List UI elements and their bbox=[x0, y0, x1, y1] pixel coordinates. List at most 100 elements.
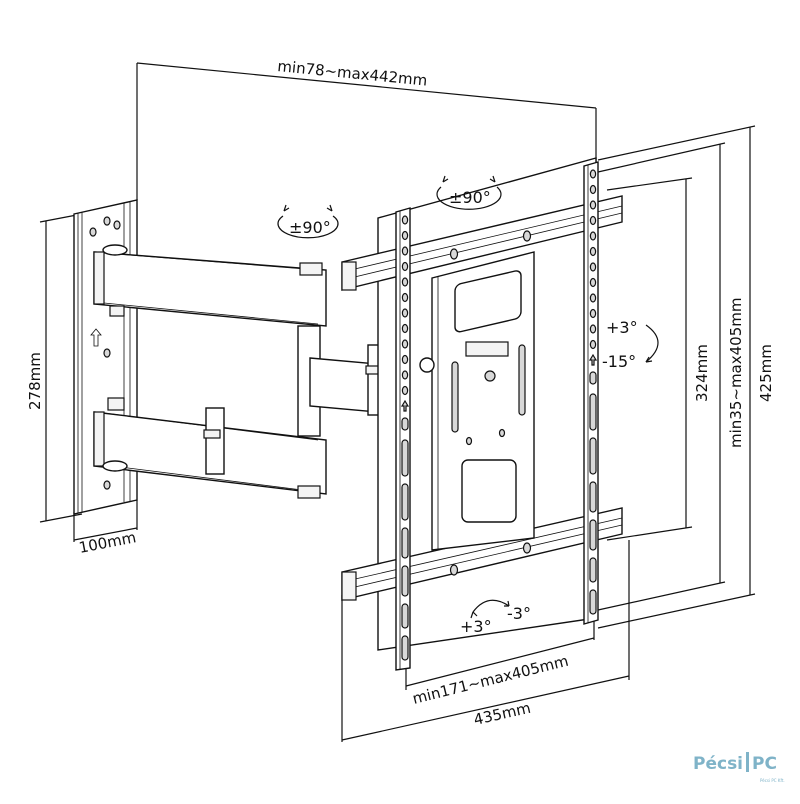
tilt-arrow-icon bbox=[645, 324, 659, 363]
strap-hole bbox=[401, 292, 409, 303]
up-arrow-icon bbox=[90, 328, 102, 347]
strap-hole bbox=[589, 339, 597, 350]
cable-clip bbox=[205, 407, 225, 475]
strap-slot bbox=[401, 483, 409, 521]
plate-slot bbox=[518, 344, 526, 416]
dimension-lines bbox=[39, 62, 756, 742]
rotation-indicators: ±90° ±90° +3° -15° +3° -3° bbox=[277, 175, 659, 636]
ext-425-bottom bbox=[597, 593, 756, 629]
ext-425-top bbox=[597, 125, 756, 161]
angle-tilt-down: -15° bbox=[602, 352, 636, 371]
swivel-arrow-icon bbox=[436, 186, 502, 210]
wall-screw-hole bbox=[103, 480, 111, 490]
strap-slot bbox=[589, 371, 597, 385]
strap-hole bbox=[589, 169, 597, 179]
label-wall-plate-height: 278mm bbox=[26, 352, 44, 410]
ext-35-top bbox=[597, 142, 726, 173]
level-arrow-icon bbox=[472, 599, 510, 613]
strap-slot bbox=[401, 439, 409, 477]
strap-hole bbox=[589, 215, 597, 226]
strap-slot bbox=[589, 481, 597, 513]
angle-wall-swivel: ±90° bbox=[289, 218, 331, 237]
label-vesa-horizontal: min171~max405mm bbox=[411, 652, 571, 708]
strap-slot bbox=[401, 603, 409, 629]
strap-hole bbox=[401, 230, 409, 241]
strap-slot bbox=[589, 437, 597, 475]
right-vertical-strap bbox=[583, 161, 599, 625]
ext-324-top bbox=[606, 177, 693, 191]
pivot-cap bbox=[102, 460, 128, 472]
wall-screw-hole bbox=[113, 220, 121, 230]
wall-screw-hole bbox=[89, 227, 97, 237]
strap-hole bbox=[401, 385, 409, 396]
strap-slot bbox=[589, 393, 597, 431]
strap-slot bbox=[589, 557, 597, 583]
angle-level-plus: +3° bbox=[460, 617, 492, 636]
plate-cutout bbox=[454, 270, 522, 333]
strap-slot bbox=[589, 589, 597, 615]
strap-hole bbox=[589, 200, 597, 210]
wall-screw-hole bbox=[103, 216, 111, 226]
strap-hole bbox=[401, 323, 409, 334]
hex-nut bbox=[297, 485, 321, 499]
dimline-171-405 bbox=[405, 637, 595, 687]
strap-hole bbox=[589, 324, 597, 334]
tower-icon bbox=[746, 752, 750, 772]
up-arrow-icon bbox=[400, 399, 410, 412]
strap-hole bbox=[401, 246, 409, 256]
hex-nut bbox=[107, 397, 125, 411]
strap-hole bbox=[401, 277, 409, 287]
ext-278-bottom bbox=[39, 513, 83, 523]
up-arrow-icon bbox=[588, 353, 598, 366]
ext-35-bottom bbox=[597, 581, 726, 611]
strap-hole bbox=[401, 370, 409, 380]
hex-nut bbox=[109, 305, 125, 317]
label-overall-height: 425mm bbox=[757, 344, 775, 402]
strap-hole bbox=[401, 339, 409, 349]
label-wall-plate-width: 100mm bbox=[77, 528, 137, 557]
strap-hole bbox=[589, 184, 597, 195]
angle-head-swivel: ±90° bbox=[449, 188, 491, 207]
dimline-100 bbox=[73, 527, 138, 541]
rail-screw bbox=[449, 564, 459, 576]
dimline-435 bbox=[341, 675, 630, 741]
strap-hole bbox=[401, 261, 409, 272]
tilt-screw bbox=[484, 370, 496, 382]
watermark-brand-left: Pécsi bbox=[693, 754, 744, 774]
angle-level-minus: -3° bbox=[507, 604, 531, 623]
pivot-knob bbox=[419, 357, 435, 373]
strap-hole bbox=[401, 215, 409, 225]
strap-hole bbox=[589, 262, 597, 272]
swivel-arrow-icon bbox=[277, 215, 339, 239]
pivot-cap bbox=[102, 244, 128, 256]
rail-screw bbox=[449, 248, 459, 260]
strap-hole bbox=[589, 293, 597, 303]
watermark-brand-right: PC bbox=[752, 754, 777, 774]
left-vertical-strap bbox=[395, 207, 411, 671]
strap-hole bbox=[401, 354, 409, 365]
strap-slot bbox=[589, 519, 597, 551]
strap-slot bbox=[401, 527, 409, 559]
strap-hole bbox=[589, 231, 597, 241]
strap-hole bbox=[401, 308, 409, 318]
ext-324-bottom bbox=[606, 526, 693, 541]
strap-hole bbox=[589, 277, 597, 288]
strap-slot bbox=[401, 417, 409, 431]
lock-slot bbox=[465, 341, 509, 357]
wall-screw-hole bbox=[103, 348, 111, 358]
rail-screw bbox=[522, 230, 532, 242]
rail-screw bbox=[522, 542, 532, 554]
plate-slot bbox=[451, 361, 459, 433]
label-inner-vertical: 324mm bbox=[693, 344, 711, 402]
strap-slot bbox=[401, 565, 409, 597]
angle-tilt-up: +3° bbox=[606, 318, 638, 337]
dimline-arm-extension bbox=[136, 62, 597, 109]
hex-nut bbox=[299, 262, 323, 276]
label-vesa-vertical: min35~max405mm bbox=[727, 298, 745, 448]
plate-cutout bbox=[461, 459, 517, 523]
strap-hole bbox=[589, 308, 597, 319]
watermark-tagline: Pécsi PC Kft. bbox=[760, 778, 785, 783]
tv-mount-head bbox=[341, 157, 623, 671]
strap-hole bbox=[589, 246, 597, 257]
